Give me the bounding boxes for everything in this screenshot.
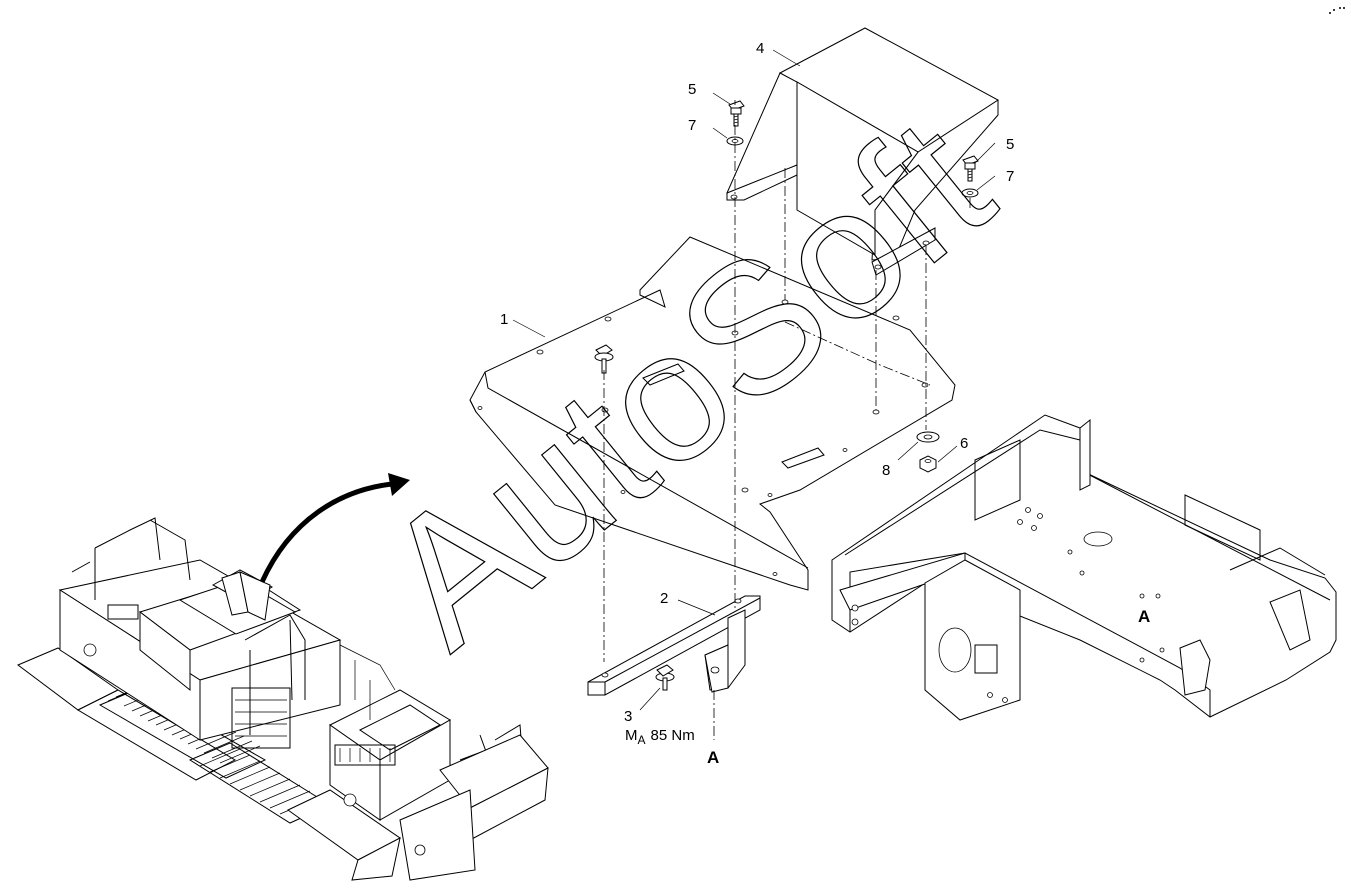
part-2-bracket xyxy=(587,595,761,696)
flange-bolt xyxy=(594,344,614,374)
callout-4: 4 xyxy=(756,40,764,57)
callout-7-right: 7 xyxy=(1006,168,1014,185)
callout-6: 6 xyxy=(960,435,968,452)
part-1-floor-plate xyxy=(469,236,956,591)
torque-prefix: M xyxy=(625,727,638,744)
callout-7-left: 7 xyxy=(688,117,696,134)
ref-mark-a-frame: A xyxy=(1138,607,1150,626)
machine-overview xyxy=(17,517,549,881)
callout-3: 3 xyxy=(624,708,632,725)
ref-mark-a-bracket: A xyxy=(707,748,719,767)
torque-spec: MA 85 Nm xyxy=(625,727,695,747)
torque-value: 85 Nm xyxy=(651,727,695,744)
bolt-5-right xyxy=(962,155,979,182)
callout-8: 8 xyxy=(882,462,890,479)
fasteners xyxy=(594,100,979,691)
torque-subscript: A xyxy=(638,733,646,747)
part-4-hood xyxy=(726,27,999,276)
chassis-frame xyxy=(831,414,1337,721)
bolt-5-left xyxy=(728,100,745,127)
reference-arrow xyxy=(259,473,410,584)
bolt-3 xyxy=(655,664,675,691)
callout-2: 2 xyxy=(660,590,668,607)
highlighted-cover xyxy=(178,569,297,635)
callout-5-right: 5 xyxy=(1006,136,1014,153)
callout-1: 1 xyxy=(500,311,508,328)
corner-mark xyxy=(1329,7,1345,14)
floor-plate-holes xyxy=(477,299,929,576)
nut-6 xyxy=(919,455,937,473)
frame-holes xyxy=(851,507,1165,703)
callout-5-left: 5 xyxy=(688,81,696,98)
assembly-center-lines xyxy=(603,100,1146,740)
